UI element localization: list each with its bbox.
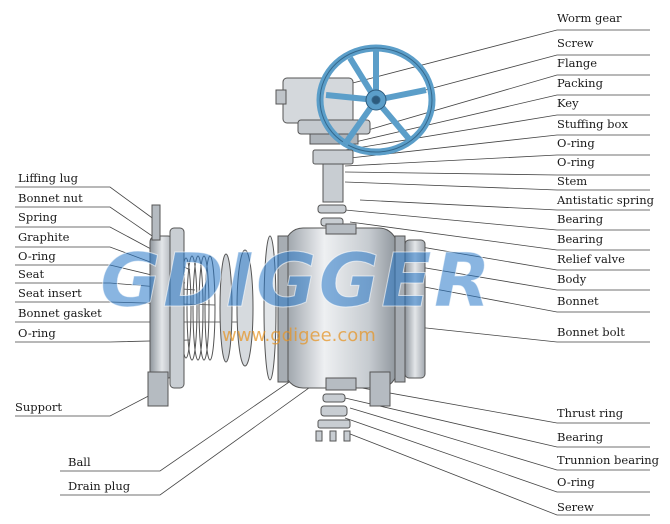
- stem-assembly: [312, 149, 354, 227]
- label-o-ring-1: O-ring: [557, 136, 595, 150]
- trunnion-assembly: [315, 393, 351, 442]
- watermark-url: www.gdigee.com: [222, 325, 376, 346]
- label-liffing-lug: Liffing lug: [18, 171, 79, 185]
- label-o-ring-left-1: O-ring: [18, 249, 56, 263]
- label-packing: Packing: [557, 76, 603, 90]
- label-stuffing-box: Stuffing box: [557, 117, 628, 131]
- label-serew: Serew: [557, 500, 594, 514]
- label-bonnet-gasket: Bonnet gasket: [18, 306, 102, 320]
- label-bearing-1: Bearing: [557, 212, 604, 226]
- handwheel: [316, 44, 436, 156]
- label-ball: Ball: [68, 455, 91, 469]
- label-worm-gear: Worm gear: [557, 11, 622, 25]
- label-bonnet-bolt: Bonnet bolt: [557, 325, 625, 339]
- label-o-ring-2: O-ring: [557, 155, 595, 169]
- watermark-brand: GDIGGER: [100, 238, 493, 325]
- label-flange: Flange: [557, 56, 598, 70]
- seat-components: [180, 235, 277, 381]
- label-stem: Stem: [557, 174, 588, 188]
- label-antistatic-spring: Antistatic spring: [557, 193, 654, 207]
- label-bonnet: Bonnet: [557, 294, 599, 308]
- label-bearing-3: Bearing: [557, 430, 604, 444]
- label-drain-plug: Drain plug: [68, 479, 131, 493]
- label-o-ring-left-2: O-ring: [18, 326, 56, 340]
- label-spring: Spring: [18, 210, 58, 224]
- label-screw: Screw: [557, 36, 594, 50]
- label-support: Support: [15, 400, 63, 414]
- left-bonnet: [147, 204, 391, 407]
- label-key: Key: [557, 96, 579, 110]
- label-o-ring-3: O-ring: [557, 475, 595, 489]
- label-seat: Seat: [18, 267, 45, 281]
- leader-lines-right: [344, 29, 650, 516]
- valve-body: [277, 223, 426, 391]
- label-relief-valve: Relief valve: [557, 252, 625, 266]
- label-trunnion-bearing: Trunnion bearing: [557, 453, 660, 467]
- label-bearing-2: Bearing: [557, 232, 604, 246]
- label-thrust-ring: Thrust ring: [557, 406, 624, 420]
- label-bonnet-nut: Bonnet nut: [18, 191, 83, 205]
- label-seat-insert: Seat insert: [18, 286, 82, 300]
- label-body: Body: [557, 272, 587, 286]
- label-graphite: Graphite: [18, 230, 70, 244]
